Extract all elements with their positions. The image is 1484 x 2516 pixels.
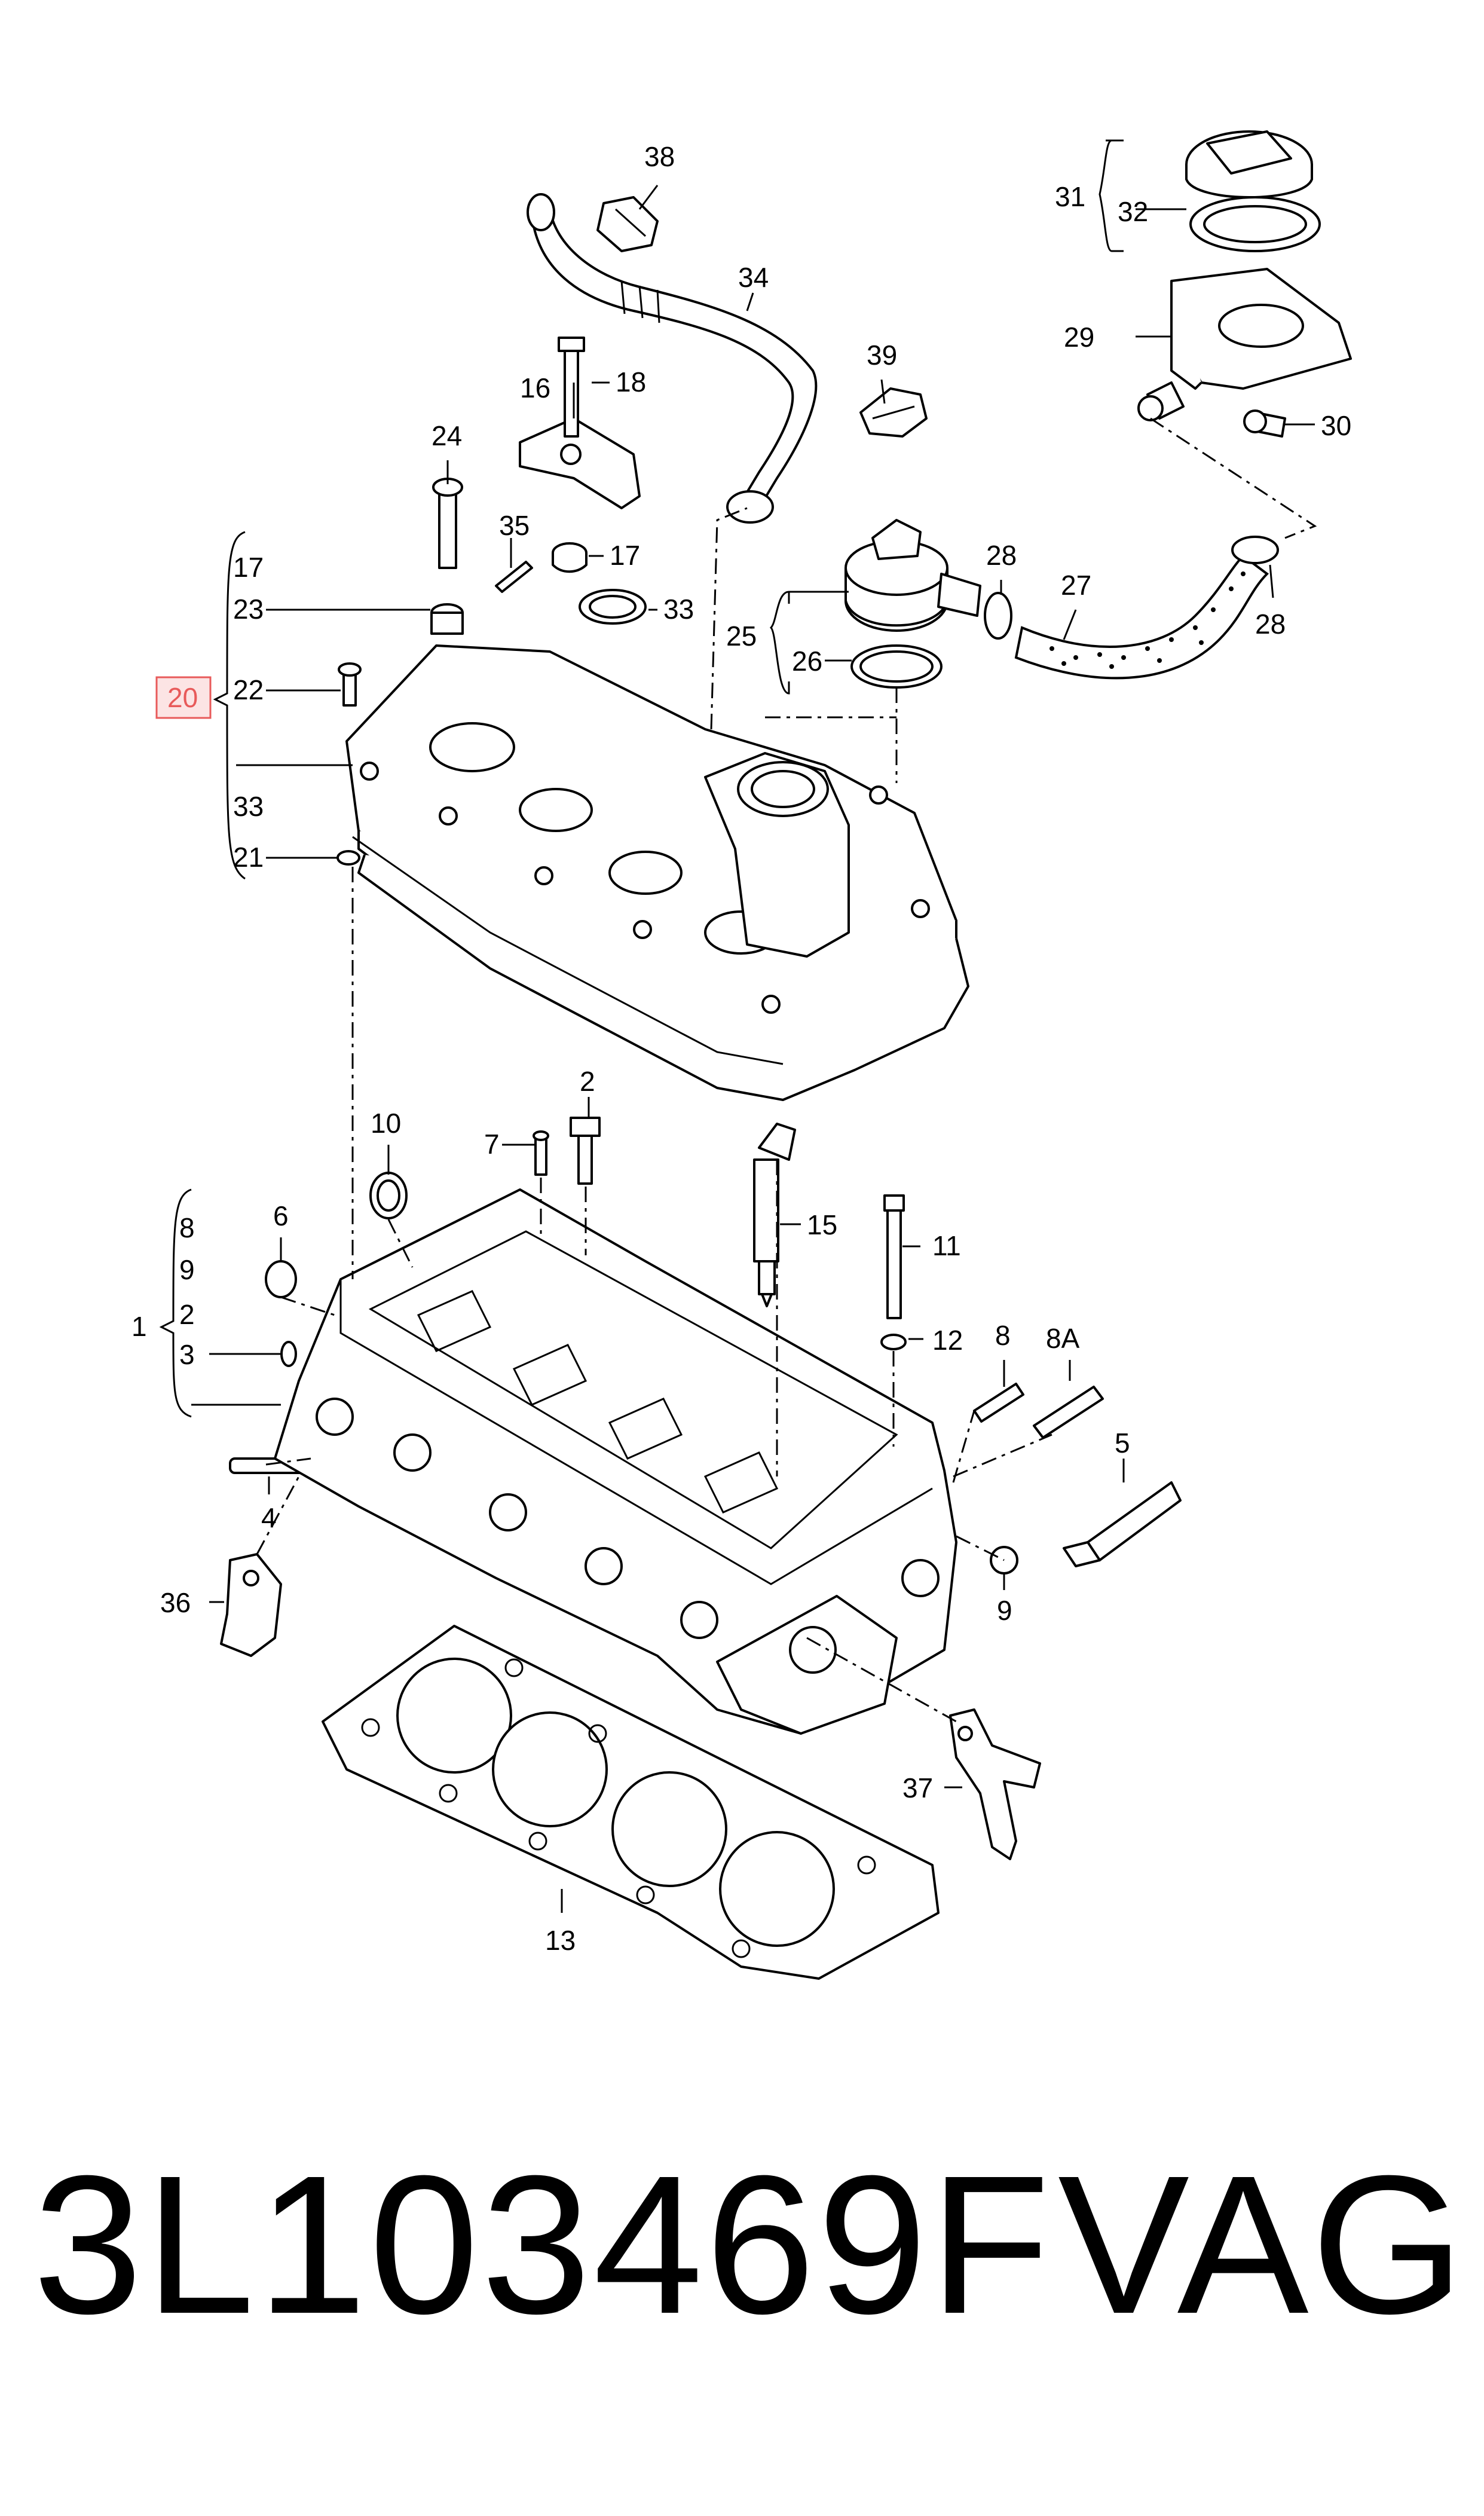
bracket-37 <box>949 1708 1041 1860</box>
callout-33-seal: 33 <box>663 594 694 625</box>
sealant-tube-5 <box>1063 1481 1182 1567</box>
callout-8A: 8A <box>1046 1323 1080 1354</box>
seal-6 <box>265 1260 297 1298</box>
callout-16: 16 <box>520 372 550 403</box>
callout-5: 5 <box>1115 1427 1130 1459</box>
cylinder-head-cover-20 <box>345 644 969 1101</box>
callout-10: 10 <box>371 1108 401 1139</box>
filler-housing-29 <box>1137 268 1352 421</box>
bolt-2 <box>570 1117 601 1185</box>
stud-8A <box>1033 1386 1104 1439</box>
callout-27: 27 <box>1061 570 1091 601</box>
callout-35: 35 <box>499 510 530 541</box>
injector-15 <box>753 1123 796 1307</box>
callout-18: 18 <box>616 366 646 398</box>
stud-8 <box>973 1383 1024 1423</box>
callout-1-9: 9 <box>179 1254 195 1285</box>
callout-21: 21 <box>233 842 264 873</box>
assembly-lines <box>256 417 1317 1723</box>
callout-12: 12 <box>932 1325 963 1356</box>
seal-21 <box>336 850 360 866</box>
bracket-16 <box>519 417 641 509</box>
callout-8: 8 <box>995 1320 1011 1351</box>
head-gasket-13 <box>322 1625 940 1980</box>
callout-36: 36 <box>160 1587 191 1618</box>
plug-3 <box>280 1341 297 1367</box>
brand-name: VAG <box>1058 2134 1467 2355</box>
callout-28-left: 28 <box>986 540 1017 571</box>
washer-12 <box>880 1334 907 1350</box>
callout-20-highlight <box>155 676 212 719</box>
callout-15: 15 <box>807 1209 837 1240</box>
callout-13: 13 <box>545 1925 576 1956</box>
callout-38: 38 <box>644 141 675 172</box>
callout-6: 6 <box>273 1200 289 1231</box>
bolt-24 <box>432 478 463 569</box>
seal-33-upper <box>579 589 647 625</box>
callout-30: 30 <box>1321 410 1351 441</box>
bracket-36 <box>220 1553 282 1657</box>
callout-1-2: 2 <box>179 1299 195 1330</box>
hose-clamp-38 <box>596 196 659 252</box>
callout-22: 22 <box>233 674 264 705</box>
callout-28-right: 28 <box>1255 609 1286 640</box>
callout-4: 4 <box>261 1502 277 1533</box>
hose-27 <box>1014 554 1269 680</box>
callout-11: 11 <box>932 1230 961 1261</box>
callout-1: 1 <box>131 1311 147 1342</box>
oil-filler-cap-31 <box>1185 130 1313 198</box>
hose-clamp-28-left <box>984 592 1012 640</box>
seal-ring-26 <box>850 644 943 689</box>
hose-clamp-28-right <box>1231 536 1279 564</box>
callout-29: 29 <box>1064 322 1094 353</box>
callout-32: 32 <box>1118 196 1148 227</box>
bolt-22 <box>338 662 362 707</box>
callout-9: 9 <box>997 1595 1012 1626</box>
breather-hose-34 <box>527 193 818 524</box>
seal-10 <box>369 1172 408 1219</box>
callout-2: 2 <box>580 1066 595 1097</box>
bushing-23 <box>430 603 464 635</box>
screw-30 <box>1243 409 1286 438</box>
callout-17: 17 <box>233 552 264 583</box>
callout-31: 31 <box>1055 181 1085 212</box>
callout-7: 7 <box>484 1129 500 1160</box>
callout-39: 39 <box>867 340 897 371</box>
seal-ring-32 <box>1189 196 1321 252</box>
callout-20: 20 <box>167 682 198 713</box>
callout-labels: 38 34 39 31 32 29 30 16 18 24 35 17 33 1… <box>131 141 1351 1956</box>
callout-1-8: 8 <box>179 1212 195 1243</box>
bolt-11 <box>883 1194 905 1319</box>
pin-7 <box>533 1130 549 1176</box>
cylinder-head-1 <box>274 1188 957 1735</box>
grommet-17 <box>552 542 588 573</box>
callout-33: 33 <box>233 791 264 822</box>
leader-lines <box>159 139 1315 1913</box>
callout-34: 34 <box>738 262 769 293</box>
callout-26: 26 <box>792 646 822 677</box>
callout-1-3: 3 <box>179 1339 195 1370</box>
callout-23: 23 <box>233 594 264 625</box>
part-35 <box>495 561 533 593</box>
callout-24: 24 <box>432 420 462 451</box>
part-number: 3L103469F <box>33 2134 1052 2355</box>
callout-37: 37 <box>902 1772 933 1803</box>
gasket-33 <box>352 836 784 1065</box>
engine-cylinder-head-exploded-diagram: 38 34 39 31 32 29 30 16 18 24 35 17 33 1… <box>131 130 1352 1980</box>
pressure-valve-25 <box>844 519 981 632</box>
hose-clamp-39 <box>859 387 928 438</box>
callout-25: 25 <box>726 620 757 652</box>
callout-17-nut: 17 <box>610 540 640 571</box>
